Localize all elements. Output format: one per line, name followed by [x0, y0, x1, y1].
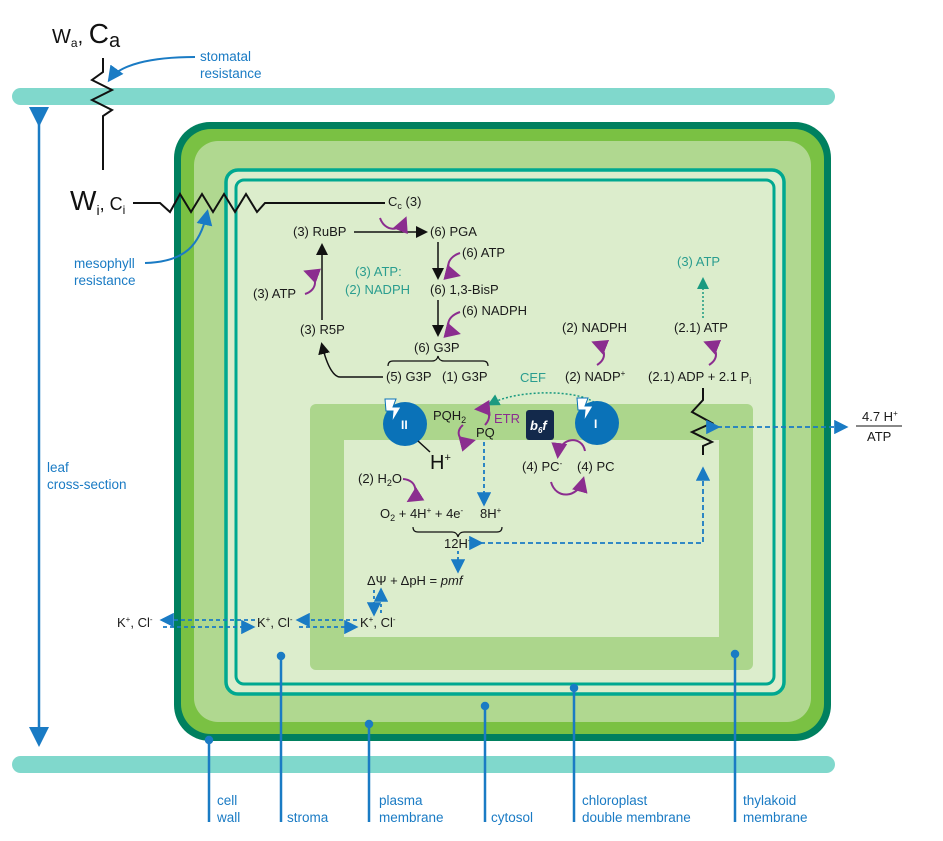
pq: PQ [476, 425, 495, 440]
nadph2: (2) NADPH [562, 320, 627, 335]
g3p-to-r5p-arrow [318, 342, 383, 378]
h12-to-synthase-arrow [469, 466, 711, 551]
pqh2: PQH2 [433, 408, 466, 425]
label-cell-wall-1: cell [217, 793, 237, 808]
bisp: (6) 1,3-BisP [430, 282, 499, 297]
atp6: (6) ATP [462, 245, 505, 260]
g3p5: (5) G3P [386, 369, 432, 384]
mesophyll-pointer [144, 209, 213, 264]
label-thylakoid-2: membrane [743, 810, 808, 825]
o2-equation: O2 + 4H+ + 4e- [380, 506, 464, 523]
cef-arrow [487, 392, 598, 406]
label-cell-wall-2: wall [216, 810, 240, 825]
lightning-icon-psii [384, 398, 402, 423]
label-stroma: stroma [287, 810, 329, 825]
adp: (2.1) ADP + 2.1 Pi [648, 369, 751, 386]
nadph6: (6) NADPH [462, 303, 527, 318]
atp3-arrow [303, 268, 322, 295]
g3p6: (6) G3P [414, 340, 460, 355]
label-plasma-1: plasma [379, 793, 423, 808]
stomatal-resistor [89, 58, 115, 170]
mesophyll-label-2: resistance [74, 273, 136, 288]
pc: (4) PC [577, 459, 615, 474]
ions-left: K+, Cl- [117, 615, 153, 630]
label-plasma-2: membrane [379, 810, 444, 825]
psi-label: I [594, 417, 597, 431]
psii-label: II [401, 418, 408, 432]
nadp2: (2) NADP+ [565, 369, 626, 384]
ratio-denominator: ATP [867, 429, 891, 444]
g3p-brace [387, 355, 489, 367]
h-plus: H+ [430, 452, 451, 474]
r5p: (3) R5P [300, 322, 345, 337]
cc-label: Cc (3) [388, 194, 421, 211]
stomatal-label-1: stomatal [200, 49, 251, 64]
atp21: (2.1) ATP [674, 320, 728, 335]
etr-label: ETR [494, 411, 520, 426]
ions-mid: K+, Cl- [257, 615, 293, 630]
leaf-label-1: leaf [47, 460, 69, 475]
h2o: (2) H2O [358, 471, 402, 488]
label-thylakoid-1: thylakoid [743, 793, 796, 808]
adp-arrow [703, 340, 722, 366]
co2-fixation-arrow [379, 216, 408, 235]
label-chloro-1: chloroplast [582, 793, 648, 808]
pc-minus: (4) PC- [522, 459, 563, 474]
pga: (6) PGA [430, 224, 477, 239]
leader-lines [204, 649, 740, 822]
pq-cycle-bottom-arrow [457, 424, 476, 452]
atp6-arrow [443, 252, 461, 280]
b6f-label: b6f [530, 418, 548, 435]
rubp: (3) RuBP [293, 224, 346, 239]
upper-epidermis [12, 88, 835, 105]
cytochrome-b6f [526, 410, 554, 440]
pmf: ΔΨ + ΔpH = pmf [367, 573, 464, 588]
wa-label: Wa, Ca [52, 18, 121, 52]
stomatal-pointer [107, 56, 196, 83]
wi-label: Wi, Ci [70, 185, 125, 218]
mesophyll-resistor [133, 192, 385, 214]
atp-synthase-resistor [689, 388, 715, 455]
nadph6-arrow [443, 311, 461, 338]
ratio-numerator: 4.7 H+ [862, 409, 898, 424]
atp3: (3) ATP [253, 286, 296, 301]
mesophyll-label-1: mesophyll [74, 256, 135, 271]
pq-cycle-top-arrow [474, 400, 491, 426]
g3p1: (1) G3P [442, 369, 488, 384]
nadp-arrow [591, 340, 610, 366]
label-cytosol: cytosol [491, 810, 533, 825]
leaf-label-2: cross-section [47, 477, 127, 492]
lower-epidermis [12, 756, 835, 773]
label-chloro-2: double membrane [582, 810, 691, 825]
cef-label: CEF [520, 370, 546, 385]
ratio-atp: (3) ATP: [355, 264, 402, 279]
ratio-nadph: (2) NADPH [345, 282, 410, 297]
lightning-icon-psi [576, 397, 594, 422]
psii-h-line [417, 440, 431, 453]
pc-top-arrow [551, 439, 586, 459]
atp3-top: (3) ATP [677, 254, 720, 269]
stomatal-label-2: resistance [200, 66, 262, 81]
h2o-arrow [402, 478, 425, 503]
ions-right: K+, Cl- [360, 615, 396, 630]
